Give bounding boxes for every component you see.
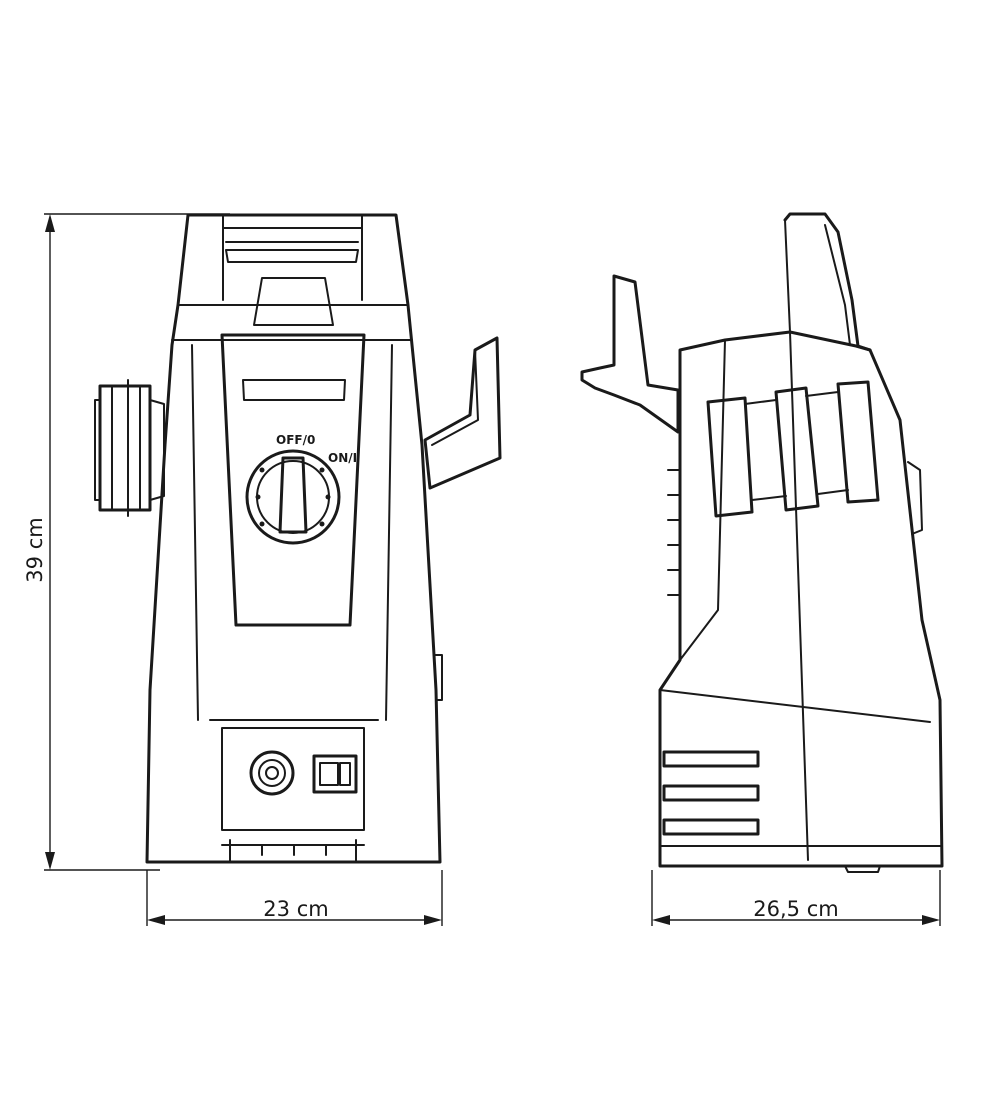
front-cord-hook-inner — [431, 349, 479, 446]
front-accessory-holder — [94, 379, 165, 517]
band-1 — [706, 396, 754, 518]
knob-tick — [319, 467, 325, 473]
front-shoulder-line — [171, 339, 413, 721]
side-vents — [667, 469, 681, 596]
band-3 — [836, 380, 880, 504]
front-lower-panel — [209, 719, 379, 831]
band-2 — [774, 386, 820, 512]
side-arrow-left — [652, 915, 670, 925]
outlet-clip — [319, 762, 339, 786]
knob-grip — [278, 456, 308, 534]
inlet-outer — [249, 750, 295, 796]
side-grip-ribs — [662, 750, 760, 836]
side-hose-hook — [580, 274, 680, 434]
height-dimension: 39 cm — [23, 213, 230, 871]
front-side-tab — [433, 654, 443, 701]
front-handle-grip — [225, 249, 359, 263]
holder-ribs — [94, 379, 165, 517]
front-width-dimension: 23 cm — [146, 870, 443, 926]
holder-body — [98, 384, 152, 512]
water-inlet — [249, 750, 295, 796]
front-width-label: 23 cm — [263, 897, 328, 921]
knob-tick — [259, 467, 265, 473]
front-handle-top — [177, 214, 409, 306]
side-depth-label: 26,5 cm — [753, 897, 838, 921]
knob-tick — [255, 494, 261, 500]
side-handle-inner — [784, 219, 851, 346]
inlet-core — [265, 766, 279, 780]
knob-tick — [259, 521, 265, 527]
side-arrow-right — [922, 915, 940, 925]
front-outer-body — [145, 213, 442, 864]
knob-outer-ring — [245, 449, 341, 545]
front-cord-hook — [423, 336, 502, 490]
knob-tick — [325, 494, 331, 500]
switch-on-label: ON/I — [328, 451, 357, 465]
inlet-inner — [258, 759, 286, 787]
front-panel-slot — [242, 379, 346, 401]
outlet-clip-right — [339, 762, 351, 786]
front-upper-recess — [253, 277, 334, 326]
height-arrow-bottom — [45, 852, 55, 870]
front-arrow-right — [424, 915, 442, 925]
front-foot — [221, 839, 365, 863]
side-accessory-bands — [706, 380, 880, 518]
side-view — [580, 212, 944, 873]
band-links — [744, 391, 849, 501]
side-base — [659, 845, 943, 873]
front-arrow-left — [147, 915, 165, 925]
side-body-split — [659, 331, 931, 861]
outlet-frame — [312, 754, 358, 794]
water-outlet — [312, 754, 358, 794]
side-handle — [783, 212, 872, 352]
power-switch-knob[interactable] — [245, 449, 341, 545]
height-arrow-top — [45, 214, 55, 232]
side-depth-dimension: 26,5 cm — [651, 870, 941, 926]
height-label: 39 cm — [23, 517, 47, 582]
side-right-tab — [907, 461, 923, 535]
switch-off-label: OFF/0 — [276, 433, 315, 447]
knob-inner-ring — [256, 460, 330, 534]
front-control-panel — [220, 333, 366, 627]
knob-tick — [319, 521, 325, 527]
front-view: OFF/0 ON/I — [94, 213, 502, 864]
